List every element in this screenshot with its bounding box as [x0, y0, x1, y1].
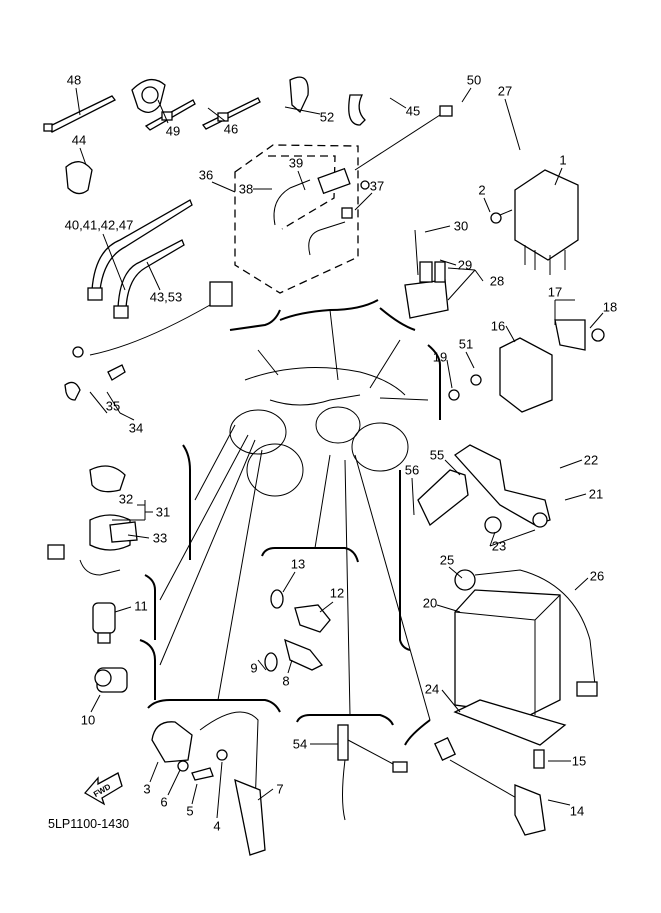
callout-23: 23	[491, 538, 507, 554]
callout-38: 38	[238, 181, 254, 197]
callout-49: 49	[165, 123, 181, 139]
callout-40-41-42-47: 40,41,42,47	[64, 217, 134, 233]
callout-1: 1	[559, 152, 567, 168]
atv-silhouette	[229, 367, 409, 497]
cable-tie-43	[113, 239, 185, 319]
callout-31: 31	[155, 504, 171, 520]
callout-10: 10	[80, 712, 96, 728]
callout-25: 25	[439, 552, 455, 568]
diagram-code: 5LP1100-1430	[48, 817, 130, 831]
callout-16: 16	[490, 318, 506, 334]
harness-kit	[273, 167, 353, 256]
callout-24: 24	[424, 681, 440, 697]
callout-50: 50	[466, 72, 482, 88]
callout-9: 9	[250, 660, 258, 676]
wire-harness-34	[64, 281, 233, 401]
switch-10	[94, 667, 128, 693]
callout-35: 35	[105, 398, 121, 414]
grommet-44	[65, 161, 93, 195]
main-switch-31	[47, 465, 138, 576]
callout-34: 34	[128, 420, 144, 436]
battery-bracket-55	[417, 444, 551, 534]
battery-pad-24	[453, 699, 567, 746]
band-52	[202, 97, 261, 130]
callout-18: 18	[602, 299, 618, 315]
callout-13: 13	[290, 556, 306, 572]
starter-relay-28	[404, 229, 449, 319]
clamp-49	[131, 78, 166, 113]
callout-20: 20	[422, 595, 438, 611]
callout-46: 46	[223, 121, 239, 137]
callout-12: 12	[329, 585, 345, 601]
band-46	[144, 99, 196, 131]
screw-2	[490, 209, 513, 224]
cdi-unit-1	[514, 169, 579, 275]
callout-51: 51	[458, 336, 474, 352]
leader-braces	[139, 299, 441, 746]
callout-19: 19	[432, 349, 448, 365]
callout-4: 4	[213, 818, 221, 834]
callout-37: 37	[369, 178, 385, 194]
cable-tie-40	[87, 199, 193, 301]
callout-17: 17	[547, 284, 563, 300]
callout-3: 3	[143, 781, 151, 797]
callout-30: 30	[453, 218, 469, 234]
callout-8: 8	[282, 673, 290, 689]
speed-sensor-14	[433, 737, 546, 836]
rectifier-16	[448, 319, 605, 413]
callout-22: 22	[583, 452, 599, 468]
cable-tie-48	[43, 95, 116, 133]
leader-lines	[75, 87, 604, 819]
ignition-coil-3	[151, 711, 266, 856]
callout-45: 45	[405, 103, 421, 119]
callout-43-53: 43,53	[149, 289, 183, 305]
switch-12	[270, 589, 331, 633]
sensor-54	[337, 724, 408, 821]
switch-11	[92, 602, 116, 644]
callout-32: 32	[118, 491, 134, 507]
switch-8	[264, 638, 324, 672]
callout-11: 11	[134, 598, 148, 614]
callout-28: 28	[489, 273, 505, 289]
callout-54: 54	[292, 736, 308, 752]
fwd-arrow-icon	[83, 772, 123, 806]
callout-7: 7	[276, 781, 284, 797]
callout-15: 15	[571, 753, 587, 769]
battery-20	[454, 569, 598, 716]
clamp-50	[348, 94, 366, 126]
kit-boundary-38	[268, 155, 336, 230]
callout-48: 48	[66, 72, 82, 88]
callout-39: 39	[288, 155, 304, 171]
callout-6: 6	[160, 794, 168, 810]
callout-2: 2	[478, 182, 486, 198]
callout-27: 27	[497, 83, 513, 99]
callout-33: 33	[152, 530, 168, 546]
lead-27	[354, 105, 453, 190]
callout-26: 26	[589, 568, 605, 584]
callout-56: 56	[404, 462, 420, 478]
callout-14: 14	[569, 803, 585, 819]
callout-5: 5	[186, 803, 194, 819]
callout-21: 21	[588, 486, 604, 502]
callout-36: 36	[198, 167, 214, 183]
callout-55: 55	[429, 447, 445, 463]
kit-boundary-36	[234, 144, 359, 294]
callout-52: 52	[319, 109, 335, 125]
callout-29: 29	[457, 257, 473, 273]
clamp-45	[289, 76, 309, 114]
callout-44: 44	[71, 132, 87, 148]
